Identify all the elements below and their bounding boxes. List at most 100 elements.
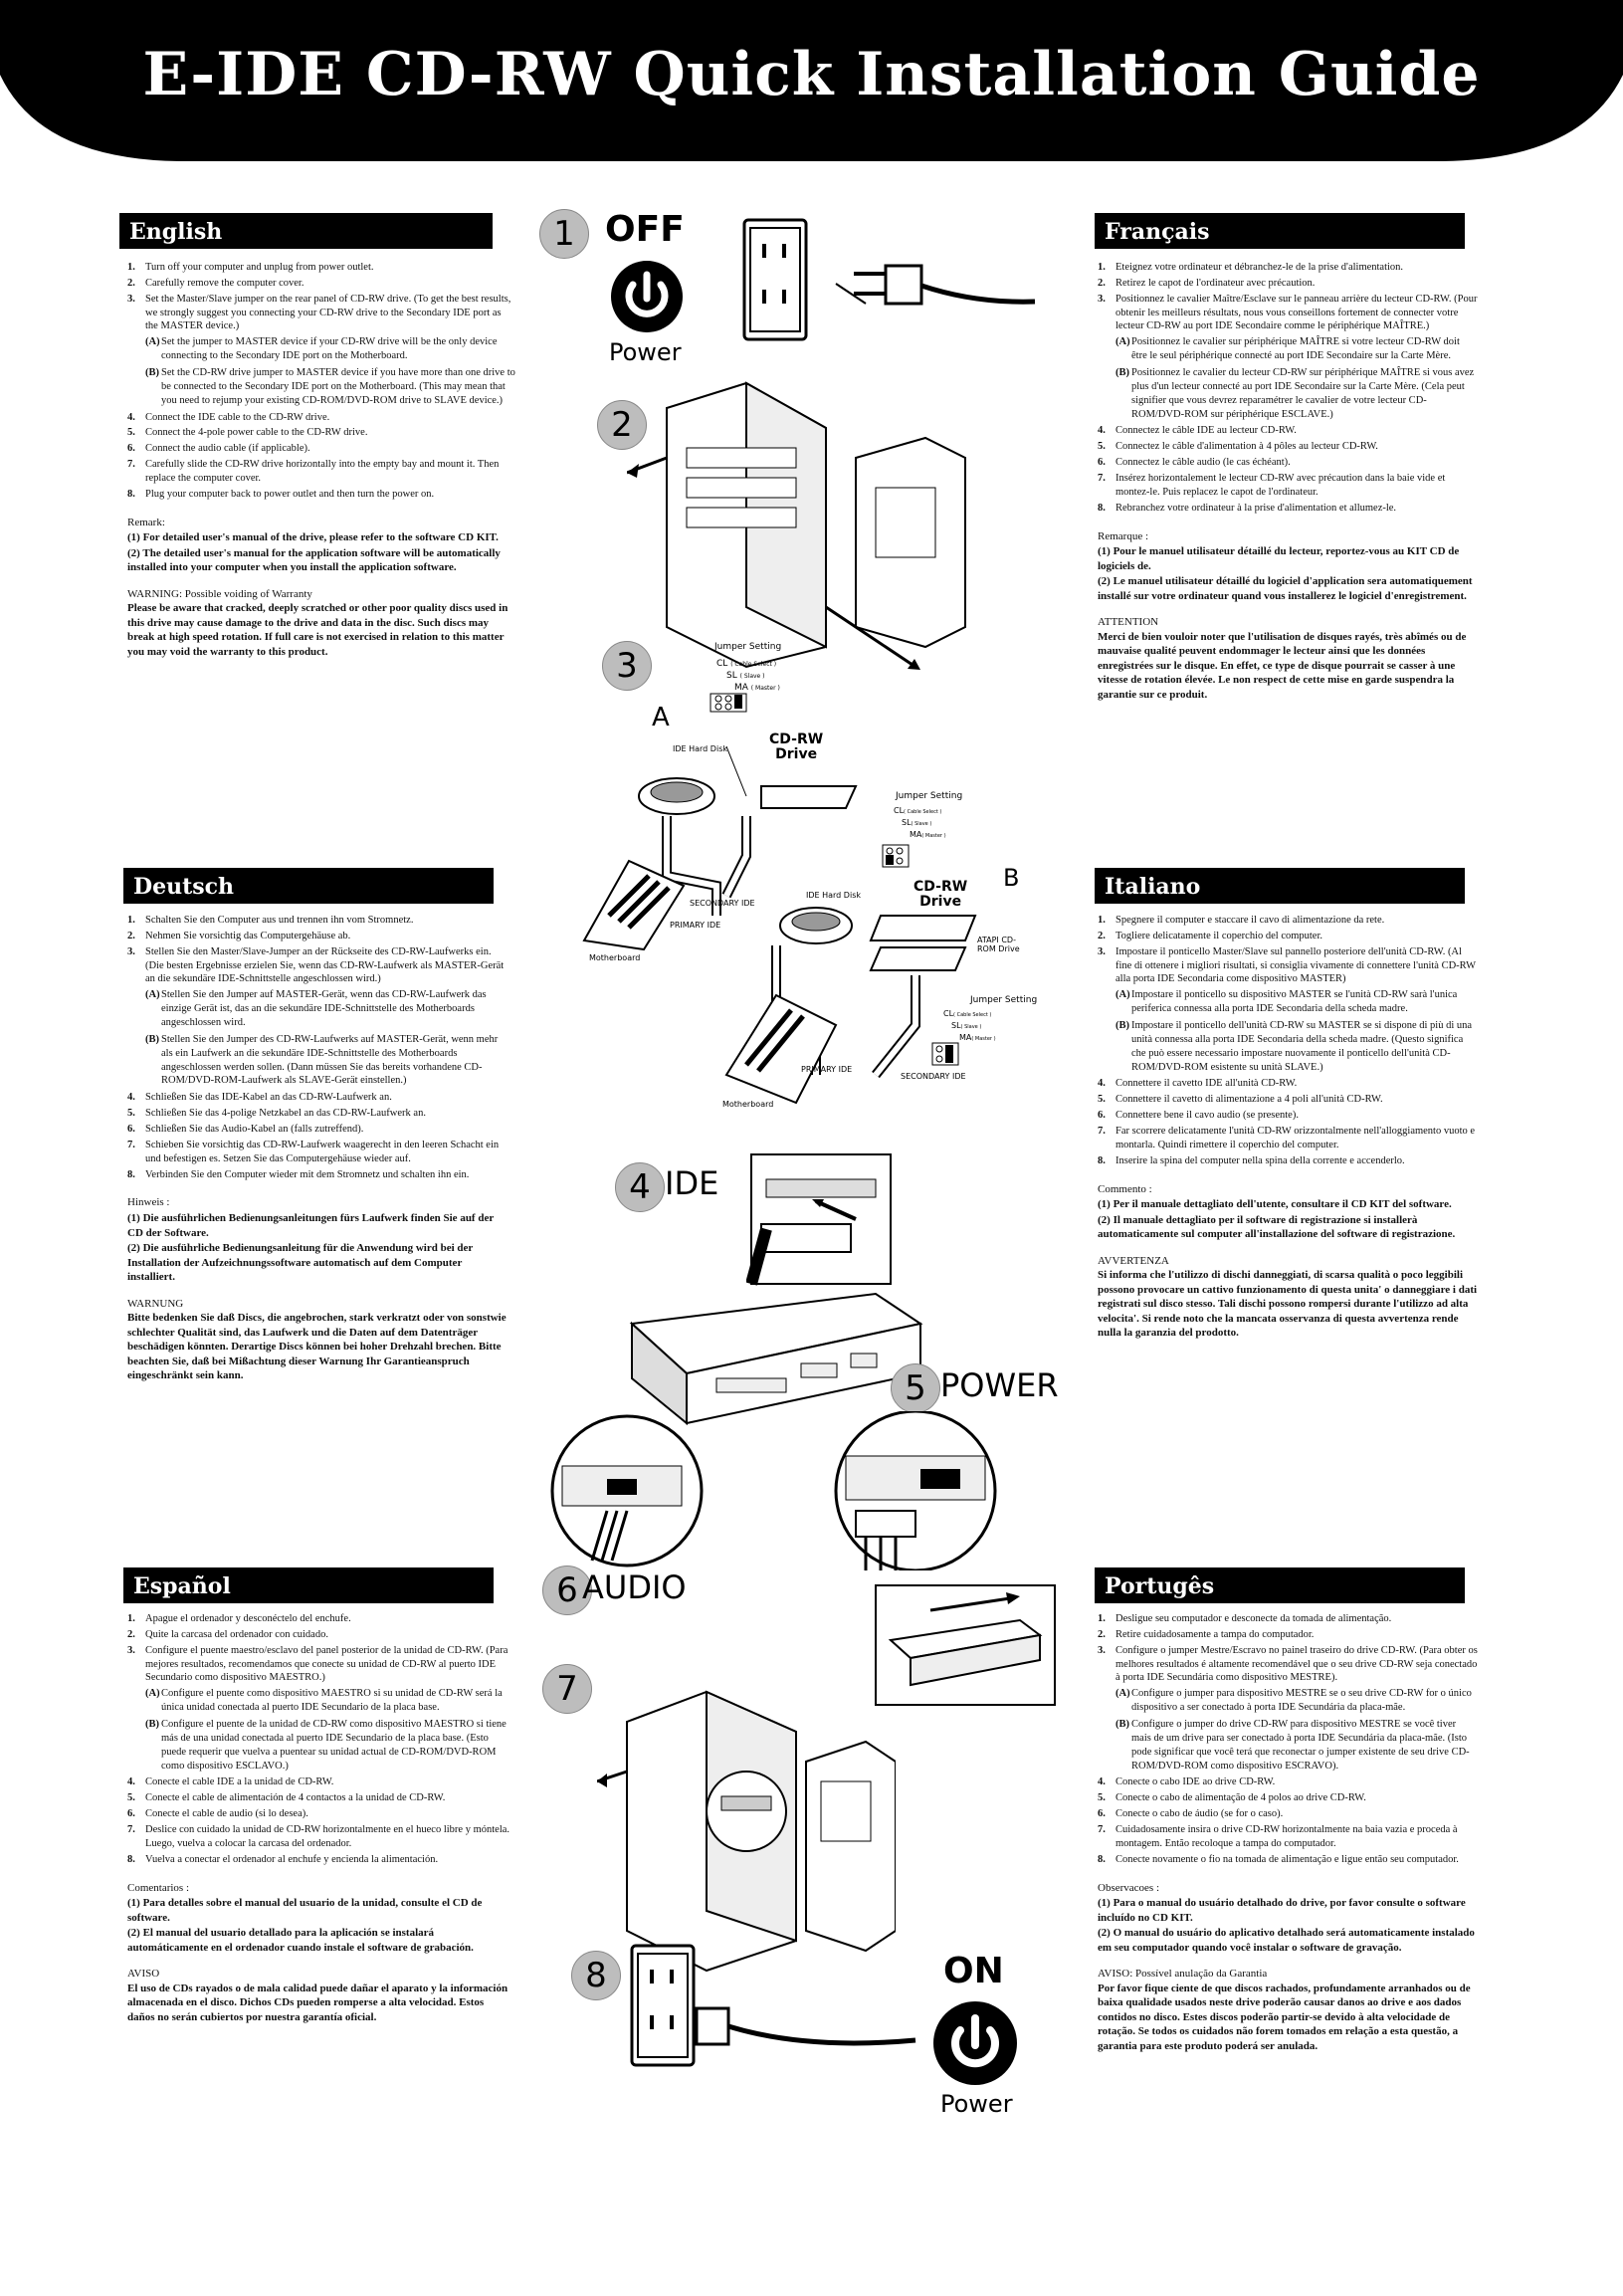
- step-text: Conecte o cabo de áudio (se for o caso).: [1116, 1808, 1284, 1820]
- step-number: 1.: [127, 262, 135, 273]
- motherboard-illustration-a: [582, 859, 686, 950]
- step-item: 1. Desligue seu computador e desconecte d…: [1098, 1612, 1478, 1626]
- sub-step-item: (A)Configure o jumper para dispositivo M…: [1098, 1687, 1478, 1715]
- power-audio-connector-closeups: [550, 1411, 997, 1570]
- steps-list: 1.Spegnere il computer e staccare il cav…: [1098, 914, 1478, 986]
- warning-body: El uso de CDs rayados o de mala calidad …: [127, 1982, 508, 2023]
- jumper-sl-b2-text: SL: [951, 1021, 961, 1030]
- step-item: 3.Set the Master/Slave jumper on the rea…: [127, 293, 515, 334]
- step-item: 2.Retire cuidadosamente a tampa do compu…: [1098, 1628, 1478, 1642]
- step-item: 8.Conecte novamente o fio na tomada de a…: [1098, 1853, 1478, 1867]
- power-off-label: Power: [609, 338, 682, 366]
- sub-step-text: Impostare il ponticello dell'unità CD-RW…: [1131, 1020, 1473, 1073]
- step-number: 3.: [1098, 293, 1106, 305]
- jumper-cl-b2-sub: ( Cable Select ): [953, 1012, 992, 1018]
- steps-list-continued: 4.Connectez le câble IDE au lecteur CD-R…: [1098, 424, 1478, 515]
- step-text: Nehmen Sie vorsichtig das Computergehäus…: [145, 930, 351, 941]
- step-item: 1.Spegnere il computer e staccare il cav…: [1098, 914, 1478, 928]
- jumper-cl-a-text: CL: [716, 659, 728, 669]
- step-item: 8.Rebranchez votre ordinateur à la prise…: [1098, 502, 1478, 516]
- step-item: 5.Schließen Sie das 4-polige Netzkabel a…: [127, 1107, 510, 1121]
- secondary-ide-label-b: SECONDARY IDE: [901, 1072, 966, 1081]
- sub-step-item: (B)Stellen Sie den Jumper des CD-RW-Lauf…: [127, 1033, 510, 1088]
- sub-step-letter: (A): [145, 336, 160, 348]
- step-text: Positionnez le cavalier Maître/Esclave s…: [1116, 293, 1478, 332]
- jumper-ma-b2-text: MA: [959, 1033, 972, 1042]
- on-label: ON: [943, 1951, 1004, 1991]
- step-text: Schieben Sie vorsichtig das CD-RW-Laufwe…: [145, 1139, 500, 1164]
- jumper-setting-label-b2: Jumper Setting: [970, 995, 1038, 1005]
- step-text: Conecte el cable de alimentación de 4 co…: [145, 1792, 446, 1804]
- page-title: E-IDE CD-RW Quick Installation Guide: [142, 40, 1481, 109]
- step-item: 2.Togliere delicatamente il coperchio de…: [1098, 930, 1478, 943]
- step-text: Connect the IDE cable to the CD-RW drive…: [145, 411, 330, 423]
- sub-step-text: Configure o jumper para dispositivo MEST…: [1131, 1688, 1472, 1714]
- sub-step-letter: (A): [1116, 1688, 1130, 1700]
- ide-connection-diagram-b: [724, 907, 977, 1105]
- step-text: Eteignez votre ordinateur et débranchez-…: [1116, 262, 1404, 273]
- step-text: Togliere delicatamente il coperchio del …: [1116, 930, 1323, 941]
- step-number: 2.: [127, 1628, 135, 1640]
- step-text: Verbinden Sie den Computer wieder mit de…: [145, 1168, 470, 1180]
- step-badge-7: 7: [542, 1664, 592, 1714]
- step-number: 5.: [1098, 1792, 1106, 1804]
- step-text: Connectez le câble IDE au lecteur CD-RW.: [1116, 425, 1297, 437]
- step-number: 1.: [1098, 1613, 1106, 1624]
- step-number: 4.: [127, 411, 135, 423]
- warning-title: AVISO: [127, 1968, 160, 1981]
- step-item: 8.Vuelva a conectar el ordenador al ench…: [127, 1853, 510, 1867]
- remarks-title: Observacoes :: [1098, 1881, 1160, 1894]
- cdrw-drive-label-a-line1: CD-RW: [769, 731, 824, 747]
- section-francais: 1. Eteignez votre ordinateur et débranche…: [1098, 261, 1478, 702]
- section-italiano: 1.Spegnere il computer e staccare il cav…: [1098, 914, 1478, 1341]
- remarks-block: Remark:(1) For detailed user's manual of…: [127, 516, 515, 575]
- step-text: Quite la carcasa del ordenador con cuida…: [145, 1628, 328, 1640]
- step-item: 1.Turn off your computer and unplug from…: [127, 261, 515, 275]
- sub-step-letter: (B): [1116, 367, 1129, 379]
- sub-step-item: (A)Stellen Sie den Jumper auf MASTER-Ger…: [127, 988, 510, 1030]
- step-text: Spegnere il computer e staccare il cavo …: [1116, 915, 1385, 926]
- warning-body: Merci de bien vouloir noter que l'utilis…: [1098, 630, 1467, 701]
- step-number: 1.: [1098, 262, 1106, 273]
- step-text: Schalten Sie den Computer aus und trenne…: [145, 915, 414, 926]
- remark-item: (2) Die ausführliche Bedienungsanleitung…: [127, 1242, 474, 1284]
- warning-title: AVISO: Possível anulação da Garantia: [1098, 1968, 1268, 1981]
- step-item: 3.Configure o jumper Mestre/Escravo no p…: [1098, 1644, 1478, 1686]
- step-item: 1.Schalten Sie den Computer aus und tren…: [127, 914, 510, 928]
- step-number: 4.: [1098, 1776, 1106, 1788]
- remark-item: (1) Per il manuale dettagliato dell'uten…: [1098, 1198, 1452, 1211]
- section-heading-espanol: Español: [123, 1567, 494, 1603]
- remark-item: (2) El manual del usuario detallado para…: [127, 1927, 474, 1954]
- step-text: Conecte o cabo IDE ao drive CD-RW.: [1116, 1776, 1276, 1788]
- step-number: 4.: [127, 1092, 135, 1104]
- remarks-title: Hinweis :: [127, 1196, 170, 1209]
- step-item: 4.Connectez le câble IDE au lecteur CD-R…: [1098, 424, 1478, 438]
- warning-title: WARNUNG: [127, 1297, 184, 1310]
- jumper-cl-b1-text: CL: [894, 806, 905, 815]
- step-number: 7.: [1098, 1824, 1106, 1836]
- motherboard-label-a: Motherboard: [589, 953, 641, 962]
- jumper-ma-b1-sub: ( Master ): [921, 833, 946, 839]
- step-number: 8.: [127, 1853, 135, 1865]
- step-text: Desligue seu computador e desconecte da …: [1116, 1613, 1392, 1624]
- step-number: 8.: [1098, 502, 1106, 514]
- step-number: 2.: [127, 930, 135, 941]
- wall-outlet-plug-in-illustration: [630, 1944, 916, 2067]
- step-badge-1: 1: [539, 209, 589, 259]
- audio-label: AUDIO: [582, 1568, 687, 1606]
- atapi-label-b: ATAPI CD-ROM Drive: [977, 936, 1020, 953]
- step-item: 7.Cuidadosamente insira o drive CD-RW ho…: [1098, 1823, 1478, 1851]
- step-item: 4. Connect the IDE cable to the CD-RW dri…: [127, 411, 515, 425]
- step-text: Connect the 4-pole power cable to the CD…: [145, 427, 368, 439]
- ide-hard-disk-label-b: IDE Hard Disk: [806, 891, 861, 900]
- cdrw-drive-label-b-line2: Drive: [919, 893, 962, 910]
- step-item: 1. Eteignez votre ordinateur et débranche…: [1098, 261, 1478, 275]
- step-badge-5: 5: [891, 1363, 940, 1413]
- section-heading-portugues: Portugês: [1095, 1567, 1465, 1603]
- step-number: 2.: [1098, 1628, 1106, 1640]
- step-item: 2. Quite la carcasa del ordenador con cui…: [127, 1628, 510, 1642]
